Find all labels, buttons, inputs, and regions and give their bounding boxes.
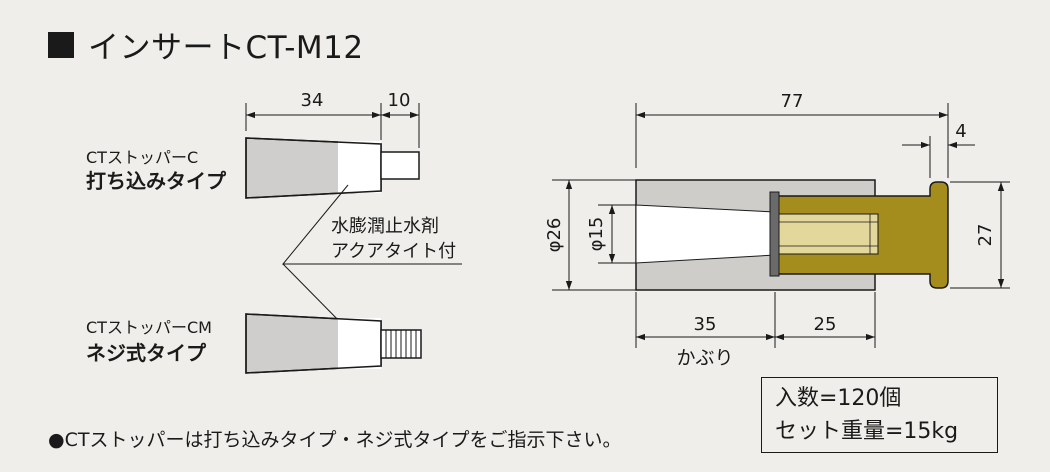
spec-qty: 入数=120個 <box>775 386 902 411</box>
dim-77: 77 <box>781 91 804 112</box>
stopper-cm-drawing: CTストッパーCM ネジ式タイプ <box>86 313 422 374</box>
spec-box: 入数=120個 セット重量=15kg <box>761 377 998 453</box>
dim-phi15: φ15 <box>586 217 607 252</box>
stopper-c-drawing: 34 10 CTストッパーC 打ち込みタイプ <box>86 90 420 199</box>
dim-34: 34 <box>301 90 324 111</box>
spec-weight: セット重量=15kg <box>775 419 959 444</box>
embedded-stopper <box>635 204 776 264</box>
dim-27: 27 <box>975 224 996 247</box>
stopper-c-type: 打ち込みタイプ <box>86 169 227 193</box>
footnote: ●CTストッパーは打ち込みタイプ・ネジ式タイプをご指示下さい。 <box>48 429 622 451</box>
stopper-cm-type: ネジ式タイプ <box>86 341 207 365</box>
sealant-line1: 水膨潤止水剤 <box>331 216 439 237</box>
page-title: インサートCT-M12 <box>48 22 364 67</box>
dim-10: 10 <box>388 90 411 111</box>
dim-phi26: φ26 <box>544 218 565 253</box>
title-text: インサートCT-M12 <box>88 30 364 66</box>
sealant-callout: 水膨潤止水剤 アクアタイト付 <box>281 184 462 331</box>
square-bullet-icon <box>48 31 74 58</box>
stopper-c-tip <box>380 151 420 180</box>
stopper-cm-name: CTストッパーCM <box>86 318 212 337</box>
stopper-c-name: CTストッパーC <box>86 148 198 167</box>
dim-35: 35 <box>694 314 717 335</box>
stopper-c-sealant <box>338 141 381 193</box>
insert-section: 77 4 φ26 φ15 <box>544 91 1010 369</box>
insert-cavity <box>778 213 879 255</box>
flange-plate <box>769 191 780 277</box>
stopper-cm-sealant <box>338 318 381 369</box>
dim-4: 4 <box>955 121 966 142</box>
cover-label: かぶり <box>676 347 733 369</box>
sealant-line2: アクアタイト付 <box>331 241 456 262</box>
dim-25: 25 <box>814 314 837 335</box>
